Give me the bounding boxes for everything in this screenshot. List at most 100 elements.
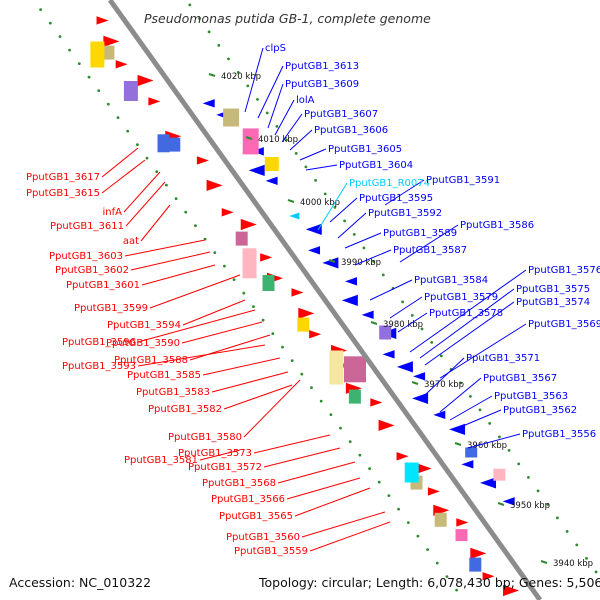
reverse-arrow — [361, 310, 374, 320]
tick-dot — [430, 341, 434, 344]
leader-line — [419, 288, 515, 359]
gene-label: PputGB1_3579 — [424, 292, 498, 303]
tick-dot — [352, 233, 356, 236]
gene-label: PputGB1_3588 — [114, 355, 188, 366]
forward-arrow — [291, 288, 304, 297]
forward-arrow — [470, 547, 487, 559]
tick-dot — [445, 575, 449, 578]
reverse-arrow — [461, 460, 474, 469]
forward-arrow — [103, 35, 120, 47]
tick-mark — [411, 381, 419, 385]
tick-dot — [246, 84, 250, 88]
leader-line — [211, 371, 289, 393]
reverse-arrow — [433, 410, 446, 420]
gene-label: PputGB1_3572 — [188, 462, 262, 473]
leader-line — [467, 433, 521, 449]
gene-label: PputGB1_3593 — [62, 361, 136, 372]
tick-dot — [68, 48, 71, 52]
feature-block — [235, 231, 248, 246]
tick-dot — [290, 359, 294, 362]
tick-dot — [435, 561, 439, 565]
tick-dot — [174, 197, 178, 201]
leader-line — [305, 164, 338, 171]
leader-line — [369, 279, 413, 301]
tick-dot — [401, 300, 404, 304]
forward-arrow — [378, 419, 395, 431]
gene-label: clpS — [265, 43, 286, 54]
feature-block — [469, 557, 482, 572]
gene-label: lolA — [296, 95, 315, 106]
leader-line — [309, 521, 391, 552]
tick-dot — [381, 273, 385, 277]
gene-label: PputGB1_3591 — [426, 175, 500, 186]
tick-dot — [556, 516, 559, 520]
gene-label: PputGB1_3583 — [136, 387, 210, 398]
gene-label: PputGB1_3586 — [460, 220, 534, 231]
tick-dot — [265, 111, 269, 115]
tick-dot — [368, 467, 371, 470]
reverse-arrow — [265, 176, 278, 186]
gene-label: PputGB1_3617 — [26, 172, 100, 183]
gene-label: PputGB1_3567 — [483, 373, 557, 384]
tick-dot — [252, 305, 255, 308]
gene-label: PputGB1_R0074 — [349, 178, 430, 189]
tick-dot — [97, 89, 101, 92]
gene-label: PputGB1_3589 — [383, 228, 457, 239]
tick-dot — [455, 588, 458, 592]
gene-label: PputGB1_3573 — [178, 448, 252, 459]
tick-dot — [145, 156, 149, 160]
tick-dot — [39, 8, 42, 12]
tick-dot — [488, 422, 492, 425]
gene-label: PputGB1_3562 — [503, 405, 577, 416]
gene-label: infA — [103, 207, 123, 218]
gene-label: PputGB1_3596 — [62, 337, 136, 348]
gene-labels[interactable]: clpSPputGB1_3613PputGB1_3609lolAPputGB1_… — [26, 43, 600, 557]
feature-block — [455, 529, 468, 542]
leader-line — [101, 159, 146, 194]
forward-arrow — [309, 330, 322, 339]
feature-block — [157, 134, 170, 153]
feature-block — [344, 356, 366, 383]
leader-line — [424, 301, 515, 366]
feature-tracks — [90, 16, 520, 597]
tick-dot — [236, 71, 240, 74]
tick-dot — [314, 179, 317, 182]
gene-label: PputGB1_3590 — [106, 338, 180, 349]
leader-line — [289, 129, 313, 151]
tick-dot — [416, 534, 420, 538]
leader-line — [263, 447, 341, 468]
tick-label: 4000 kbp — [300, 198, 340, 208]
tick-dot — [217, 44, 221, 47]
leader-line — [281, 113, 303, 143]
gene-label: PputGB1_3571 — [466, 353, 540, 364]
forward-arrow — [482, 572, 495, 581]
feature-block — [123, 81, 138, 101]
tick-dot — [281, 345, 284, 349]
tick-dot — [594, 570, 598, 574]
tick-dot — [358, 453, 362, 457]
reverse-arrow — [412, 392, 429, 404]
map-title: Pseudomonas putida GB-1, complete genome — [144, 11, 431, 26]
feature-block — [434, 512, 447, 527]
forward-arrow — [206, 179, 223, 191]
leader-line — [439, 323, 527, 379]
leader-line — [137, 309, 256, 343]
reverse-arrow — [308, 246, 321, 255]
feature-block — [242, 248, 257, 279]
tick-dot — [261, 318, 265, 322]
gene-label: PputGB1_3605 — [328, 144, 402, 155]
tick-dot — [275, 125, 279, 128]
tick-dot — [87, 75, 91, 79]
leader-line — [337, 212, 367, 239]
reverse-arrow — [502, 497, 515, 506]
forward-arrow — [260, 253, 273, 262]
leader-line — [384, 179, 425, 206]
tick-dot — [339, 426, 342, 430]
leader-line — [274, 99, 295, 136]
forward-arrow — [240, 218, 257, 231]
reverse-arrow — [382, 350, 395, 359]
tick-dot — [406, 521, 410, 524]
feature-block — [90, 41, 105, 68]
forward-arrow — [96, 16, 109, 25]
